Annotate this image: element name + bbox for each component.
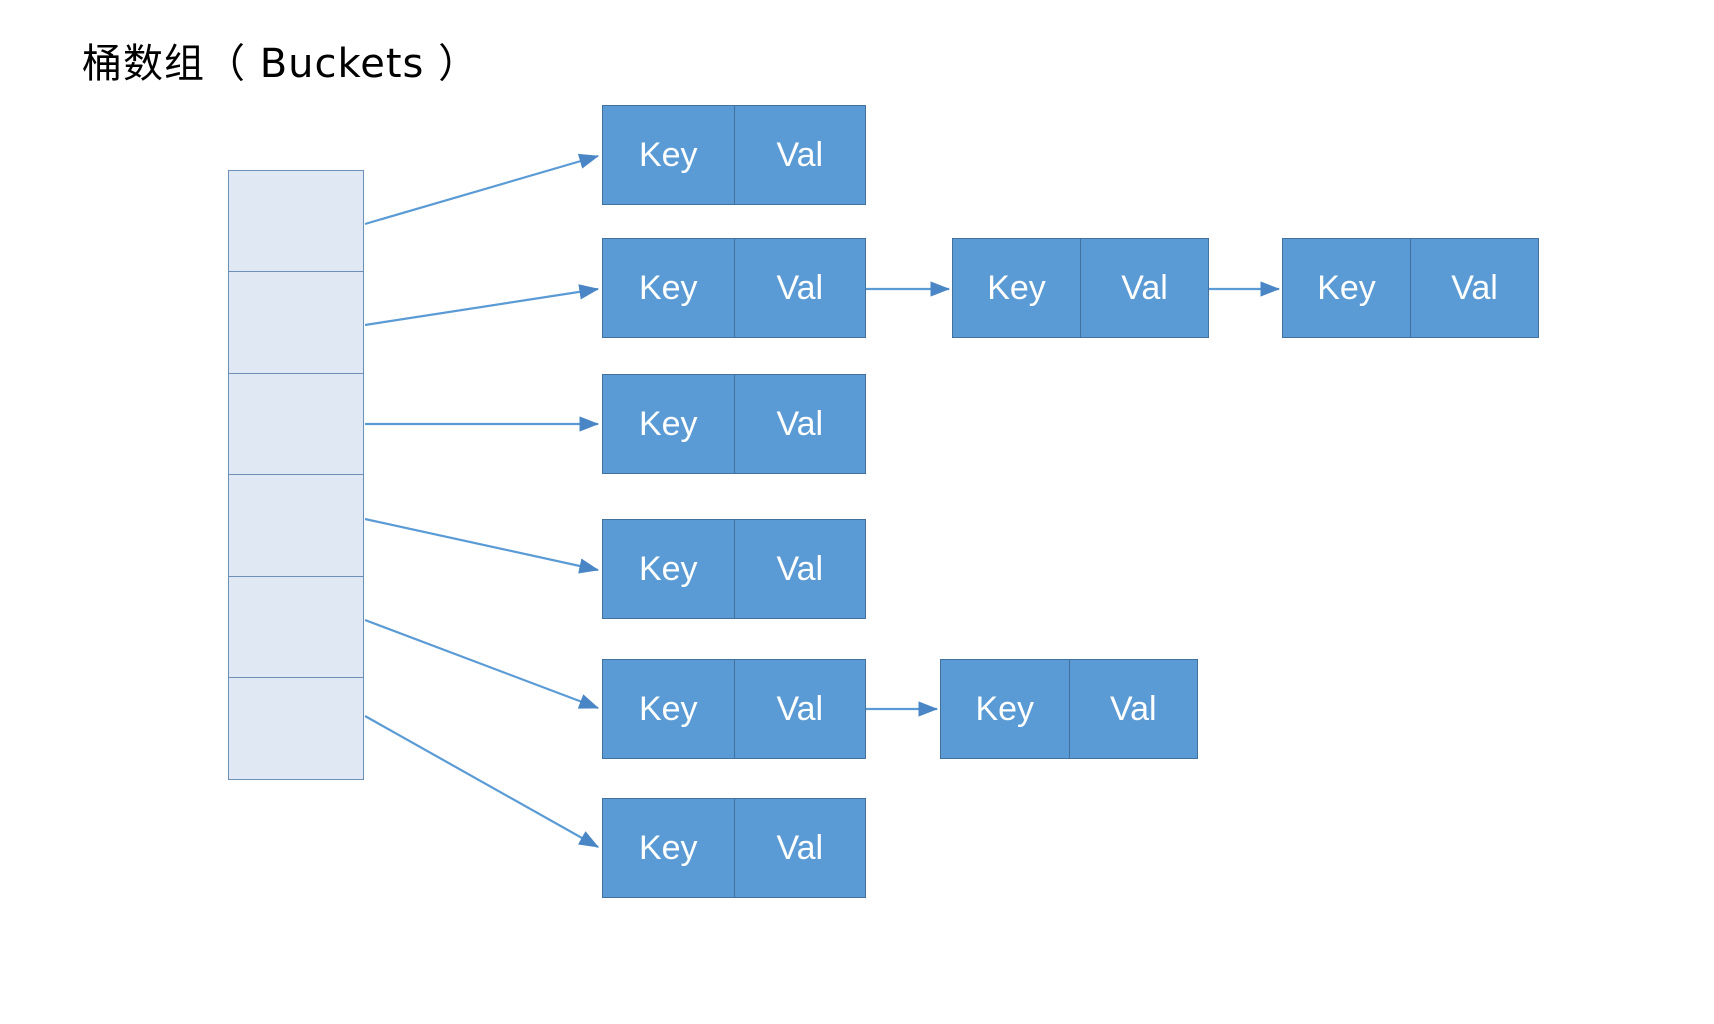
node-chain-1-2[interactable]: Key Val [1282, 238, 1539, 338]
node-key-cell: Key [603, 239, 735, 337]
node-key-cell: Key [953, 239, 1081, 337]
node-chain-5-0[interactable]: Key Val [602, 798, 866, 898]
node-chain-1-1[interactable]: Key Val [952, 238, 1209, 338]
node-chain-4-1[interactable]: Key Val [940, 659, 1198, 759]
node-key-cell: Key [603, 375, 735, 473]
node-chain-4-0[interactable]: Key Val [602, 659, 866, 759]
bucket-cell-5[interactable] [228, 677, 364, 781]
bucket-cell-3[interactable] [228, 474, 364, 578]
node-val-cell: Val [1109, 690, 1157, 728]
node-key-cell: Key [603, 106, 735, 204]
connector-bucket-1 [364, 284, 600, 327]
connector-bucket-0 [364, 153, 600, 226]
connector-bucket-5 [364, 715, 599, 848]
node-key-cell: Key [941, 660, 1070, 758]
connector-bucket-4 [364, 618, 600, 710]
bucket-array [228, 170, 364, 781]
node-chain-1-0[interactable]: Key Val [602, 238, 866, 338]
bucket-cell-0[interactable] [228, 170, 364, 273]
bucket-cell-2[interactable] [228, 372, 364, 476]
page-title: 桶数组（ Buckets ） [82, 41, 480, 87]
node-val-cell: Val [776, 690, 824, 728]
node-val-cell: Val [776, 269, 824, 307]
node-val-cell: Val [1121, 269, 1168, 307]
node-chain-2-0[interactable]: Key Val [602, 374, 866, 474]
node-key-cell: Key [603, 799, 735, 897]
node-key-cell: Key [603, 660, 735, 758]
node-val-cell: Val [1451, 269, 1498, 307]
node-key-cell: Key [603, 520, 735, 618]
node-key-cell: Key [1283, 239, 1411, 337]
node-val-cell: Val [776, 550, 824, 588]
node-val-cell: Val [776, 136, 824, 174]
node-val-cell: Val [776, 829, 824, 867]
bucket-cell-1[interactable] [228, 271, 364, 375]
bucket-cell-4[interactable] [228, 575, 364, 679]
node-chain-0-0[interactable]: Key Val [602, 105, 866, 205]
node-chain-3-0[interactable]: Key Val [602, 519, 866, 619]
node-val-cell: Val [776, 405, 824, 443]
connector-bucket-3 [364, 517, 600, 574]
